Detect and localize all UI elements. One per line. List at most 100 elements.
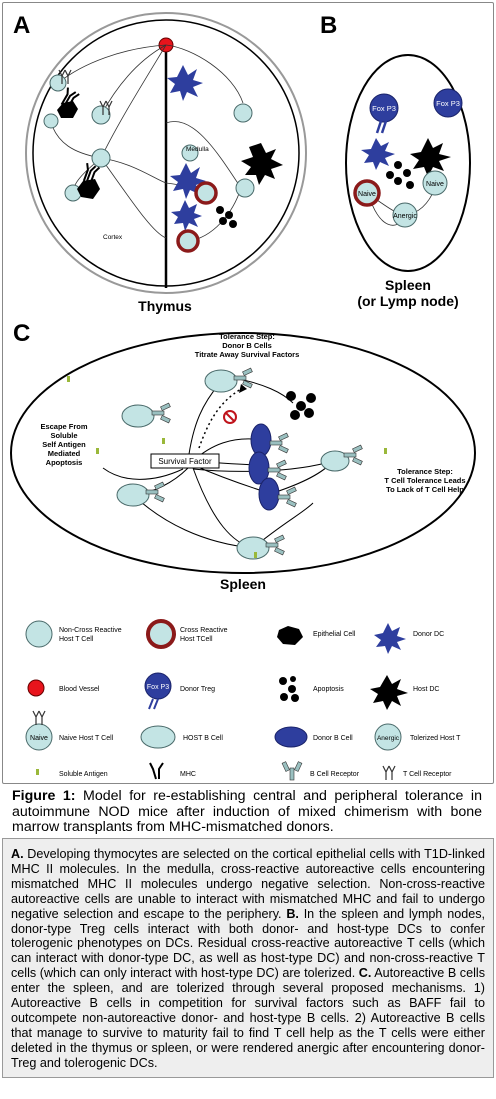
- host-dc-cell: [241, 143, 283, 185]
- legend-donor-b-label: Donor B Cell: [313, 735, 353, 742]
- legend-non-cross-line2: Host T Cell: [59, 636, 94, 643]
- desc-c-text: Autoreactive B cells enter the spleen, a…: [11, 966, 485, 1070]
- host-dc-b: [410, 138, 451, 177]
- svg-text:Escape From: Escape From: [40, 422, 87, 431]
- epithelial-cells: [57, 101, 100, 199]
- desc-c-label: C.: [358, 966, 372, 981]
- svg-text:T Cell Tolerance Leads: T Cell Tolerance Leads: [384, 476, 465, 485]
- legend-apoptosis-icon: [279, 676, 299, 702]
- anergic-label-b: Anergic: [393, 213, 417, 220]
- legend-host-b-icon: [140, 725, 176, 749]
- panel-b-letter: B: [320, 12, 337, 39]
- cross-reactive-cell-a2: [176, 229, 200, 253]
- legend-blood-vessel-icon: [27, 679, 45, 697]
- legend-bcr-label: B Cell Receptor: [310, 771, 360, 778]
- panel-c: C Tolerance Step: Donor B Cells Titrate …: [10, 320, 476, 592]
- legend-anergic-icon: [374, 723, 402, 751]
- legend-host-dc-label: Host DC: [413, 686, 439, 693]
- legend-cross-line1: Cross Reactive: [180, 627, 228, 634]
- legend-anergic-icon-label: Anergic: [377, 735, 400, 742]
- legend-apoptosis-label: Apoptosis: [313, 686, 344, 693]
- naive-label-b1: Naive: [358, 191, 376, 198]
- figure-diagram: A: [10, 12, 476, 781]
- svg-text:Mediated: Mediated: [48, 449, 81, 458]
- legend-mhc-icon: [149, 762, 164, 780]
- desc-a-text: Developing thymocytes are selected on th…: [11, 847, 486, 921]
- escape-text: Escape From Soluble Self Antigen Mediate…: [40, 422, 87, 467]
- naive-t-cell-b: [422, 170, 448, 196]
- panel-a-letter: A: [13, 12, 30, 39]
- tolerance-step-1-line1: Tolerance Step:: [219, 332, 275, 341]
- panel-a: A: [13, 12, 307, 314]
- svg-text:Soluble: Soluble: [50, 431, 77, 440]
- donor-dc-b: [361, 138, 395, 170]
- host-b-cells: [116, 369, 350, 560]
- desc-a-label: A.: [11, 847, 24, 861]
- legend-cross-line2: Host TCell: [180, 636, 213, 643]
- apoptosis-bodies-b: [386, 161, 414, 189]
- tolerance-step-2-text: Tolerance Step: T Cell Tolerance Leads T…: [384, 467, 465, 494]
- panel-a-title: Thymus: [138, 298, 192, 314]
- titration-arrow: [198, 388, 242, 449]
- panel-c-letter: C: [13, 320, 30, 347]
- caption-label: Figure 1:: [12, 788, 76, 804]
- figure-frame: A: [2, 2, 494, 784]
- svg-text:Tolerance Step:: Tolerance Step:: [397, 467, 453, 476]
- svg-text:Self Antigen: Self Antigen: [42, 440, 86, 449]
- svg-text:To Lack of T Cell Help: To Lack of T Cell Help: [386, 485, 464, 494]
- treg-label-1: Fox P3: [372, 104, 396, 113]
- treg-receptor-1: [375, 120, 388, 134]
- legend-naive-icon: [25, 723, 53, 751]
- caption-text: Model for re-establishing central and pe…: [12, 788, 482, 835]
- apoptosis-bodies-a: [216, 206, 237, 228]
- apoptosis-bodies-c: [286, 391, 316, 420]
- treg-label-2: Fox P3: [436, 99, 460, 108]
- tolerance-step-1-line3: Titrate Away Survival Factors: [195, 350, 300, 359]
- legend-tolerized-label: Tolerized Host T: [410, 735, 461, 742]
- legend-non-cross-icon: [25, 620, 53, 648]
- panel-c-title: Spleen: [220, 576, 266, 592]
- treg-cell-2: [433, 88, 463, 118]
- panel-b: B Fox P3 Fox P3 Naive Naive Anergic Sple…: [320, 12, 471, 309]
- legend-treg-label: Donor Treg: [180, 686, 215, 693]
- legend-naive-icon-label: Naive: [30, 735, 48, 742]
- prohibition-slash: [225, 412, 235, 422]
- legend-antigen-icon: [36, 769, 39, 775]
- legend-epithelial-label: Epithelial Cell: [313, 631, 356, 638]
- medulla-label: Medulla: [186, 146, 209, 153]
- desc-b-label: B.: [286, 906, 299, 921]
- svg-text:Apoptosis: Apoptosis: [46, 458, 83, 467]
- naive-cross-reactive-b: [353, 179, 381, 207]
- legend-host-dc-icon: [370, 675, 408, 710]
- legend: Non-Cross Reactive Host T Cell Cross Rea…: [25, 619, 461, 781]
- soluble-antigens-c: [67, 376, 387, 558]
- survival-factor-label: Survival Factor: [158, 457, 212, 466]
- legend-antigen-label: Soluble Antigen: [59, 771, 108, 778]
- figure-description: A. Developing thymocytes are selected on…: [2, 838, 494, 1078]
- legend-tcr-label: T Cell Receptor: [403, 771, 452, 778]
- legend-blood-vessel-label: Blood Vessel: [59, 686, 100, 693]
- legend-cross-icon: [146, 619, 176, 649]
- anergic-t-cell-b: [392, 202, 418, 228]
- thymus-migration-lines: [50, 44, 244, 242]
- legend-donor-b-icon: [274, 726, 308, 748]
- tolerance-step-1-line2: Donor B Cells: [222, 341, 272, 350]
- spleen-c-outline: [10, 332, 476, 574]
- donor-b-cells: [248, 423, 280, 511]
- survival-factor-box: [150, 453, 220, 469]
- legend-non-cross-line1: Non-Cross Reactive: [59, 627, 122, 634]
- legend-mhc-label: MHC: [180, 771, 196, 778]
- legend-naive-label: Naive Host T Cell: [59, 735, 114, 742]
- legend-host-b-label: HOST B Cell: [183, 735, 223, 742]
- cortex-label: Cortex: [103, 234, 123, 241]
- treg-cell-1: [369, 93, 399, 123]
- legend-donor-dc-label: Donor DC: [413, 631, 444, 638]
- spleen-b-outline: [345, 54, 471, 272]
- legend-donor-dc-icon: [374, 623, 406, 654]
- panel-b-title-line1: Spleen: [385, 277, 431, 293]
- panel-b-title-line2: (or Lymp node): [357, 293, 458, 309]
- legend-epithelial-icon: [277, 626, 303, 645]
- legend-treg-receptor: [148, 698, 159, 710]
- naive-label-b2: Naive: [426, 181, 444, 188]
- legend-treg-icon-label: Fox P3: [147, 684, 169, 691]
